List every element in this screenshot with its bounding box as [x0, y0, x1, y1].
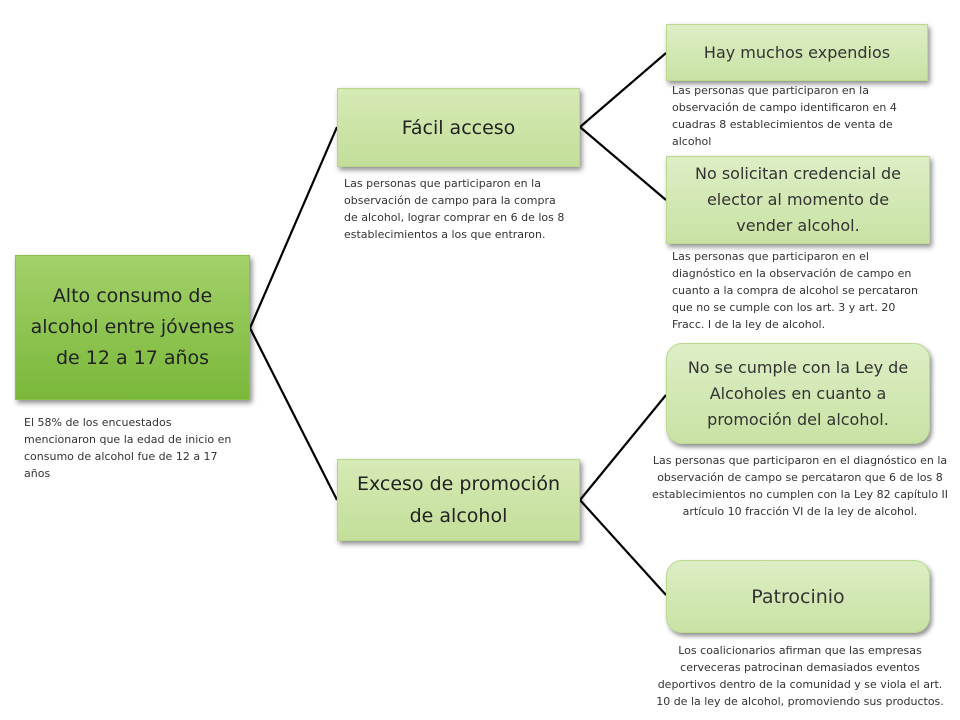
leaf-hay-muchos-expendios-note: Las personas que participaron en la obse… — [672, 84, 897, 148]
connector-facil-to-credencial — [579, 126, 667, 201]
leaf-hay-muchos-expendios: Hay muchos expendios — [666, 24, 928, 81]
leaf-hay-muchos-expendios-label: Hay muchos expendios — [703, 42, 891, 62]
leaf-no-se-cumple-ley: No se cumple con la Ley de Alcoholes en … — [666, 343, 930, 444]
leaf-no-se-cumple-ley-label: No se cumple con la Ley de Alcoholes en … — [687, 357, 909, 429]
connector-exceso-to-ley — [579, 394, 667, 501]
branch-facil-acceso: Fácil acceso — [337, 88, 580, 167]
connector-exceso-to-patrocinio — [579, 499, 667, 596]
root-node: Alto consumo de alcohol entre jóvenes de… — [15, 255, 250, 400]
connector-facil-to-expendios — [579, 52, 667, 128]
leaf-no-solicitan-credencial-label: No solicitan credencial de elector al mo… — [695, 164, 901, 235]
branch-facil-acceso-note: Las personas que participaron en la obse… — [344, 177, 565, 241]
leaf-patrocinio: Patrocinio — [666, 560, 930, 633]
connector-root-to-facil-acceso — [248, 126, 339, 329]
branch-exceso-promocion-label: Exceso de promoción de alcohol — [356, 473, 560, 527]
leaf-no-solicitan-credencial: No solicitan credencial de elector al mo… — [666, 156, 930, 244]
leaf-no-solicitan-credencial-note: Las personas que participaron en el diag… — [672, 250, 918, 331]
root-note: El 58% de los encuestados mencionaron qu… — [24, 416, 232, 480]
branch-exceso-promocion: Exceso de promoción de alcohol — [337, 459, 580, 541]
branch-facil-acceso-label: Fácil acceso — [401, 116, 516, 139]
root-node-label: Alto consumo de alcohol entre jóvenes de… — [30, 285, 235, 369]
leaf-patrocinio-label: Patrocinio — [751, 585, 845, 608]
connector-root-to-exceso-promocion — [249, 327, 338, 501]
leaf-patrocinio-note: Los coalicionarios afirman que las empre… — [656, 644, 944, 708]
leaf-no-se-cumple-ley-note: Las personas que participaron en el diag… — [651, 454, 949, 518]
